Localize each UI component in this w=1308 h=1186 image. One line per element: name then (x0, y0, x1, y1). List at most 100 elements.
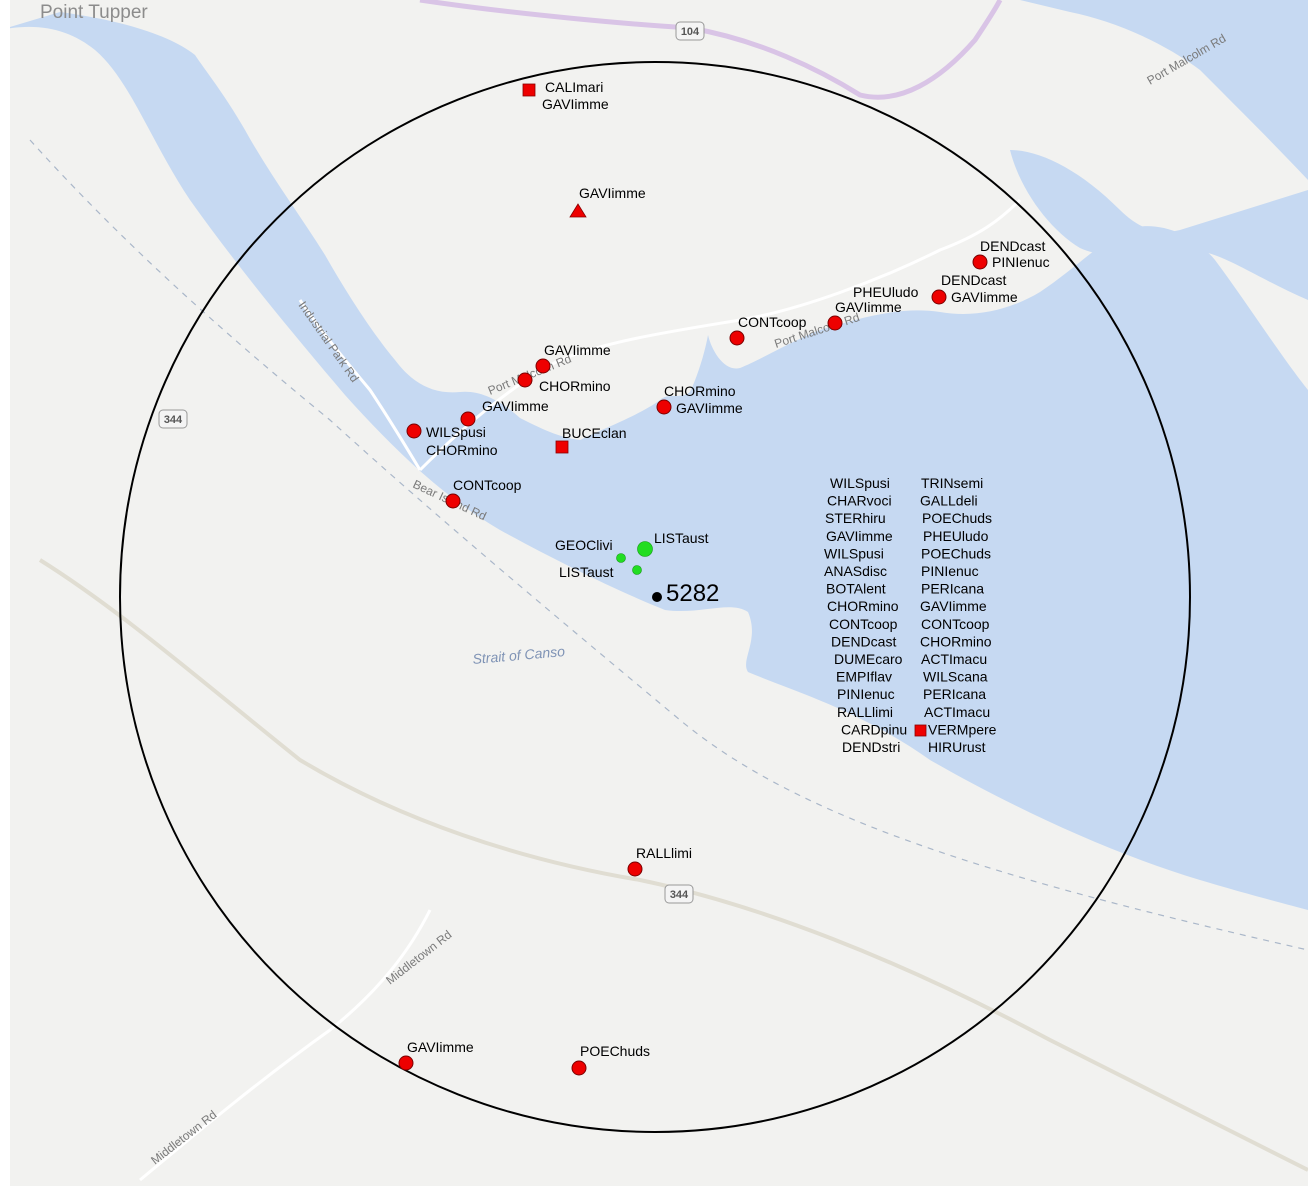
record-rall[interactable]: RALLlimi (627, 845, 692, 877)
svg-text:GAVIimme: GAVIimme (676, 400, 743, 416)
svg-text:POEChuds: POEChuds (580, 1043, 650, 1059)
place-label-point-tupper: Point Tupper (40, 2, 148, 23)
species-list-item: DENDstri (842, 739, 900, 755)
record-gavi-sw[interactable]: GAVIimme (398, 1039, 474, 1071)
species-list-item: WILSpusi (830, 475, 890, 491)
svg-text:CHORmino: CHORmino (664, 383, 736, 399)
species-list-column-1: WILSpusiCHARvociSTERhiruGAVIimmeWILSpusi… (824, 475, 907, 755)
record-poec-s[interactable]: POEChuds (571, 1043, 650, 1076)
species-list-item: CARDpinu (841, 721, 907, 737)
svg-text:GAVIimme: GAVIimme (542, 96, 609, 112)
species-list-item: CHORmino (827, 598, 899, 614)
highway-104 (419, 0, 1003, 100)
species-list-item: DENDcast (831, 633, 896, 649)
route-shield-344-west: 344 (158, 409, 188, 429)
svg-text:GAVIimme: GAVIimme (835, 299, 902, 315)
svg-text:PINIenuc: PINIenuc (992, 254, 1050, 270)
record-green-list-small[interactable]: LISTaust (559, 564, 642, 580)
road-port-malcolm (418, 198, 1022, 472)
vermpere-square-marker[interactable] (914, 724, 927, 737)
svg-text:WILSpusi: WILSpusi (426, 424, 486, 440)
svg-text:BUCEclan: BUCEclan (562, 425, 627, 441)
species-list-item: POEChuds (922, 510, 992, 526)
svg-text:CONTcoop: CONTcoop (738, 314, 807, 330)
species-list-item: HIRUrust (928, 739, 986, 755)
record-pheu[interactable]: PHEUludo GAVIimme (827, 284, 919, 331)
water-north-bay (1020, 0, 1308, 180)
species-list-item: PERIcana (921, 581, 984, 597)
species-list-item: CONTcoop (829, 616, 898, 632)
record-square-cali[interactable]: CALImari GAVIimme (522, 79, 609, 112)
survey-radius-circle (119, 61, 1191, 1133)
species-list-item: ACTImacu (921, 651, 987, 667)
svg-text:RALLlimi: RALLlimi (636, 845, 692, 861)
road-industrial-park (298, 299, 422, 471)
svg-text:GAVIimme: GAVIimme (407, 1039, 474, 1055)
species-list-item: CHORmino (920, 633, 992, 649)
water-strait (10, 12, 1308, 910)
record-chor-w1[interactable]: CHORmino (517, 372, 611, 394)
species-list-item: DUMEcaro (834, 651, 903, 667)
species-list-item: RALLlimi (837, 704, 893, 720)
species-list-item: VERMpere (928, 721, 997, 737)
species-list-item: POEChuds (921, 545, 991, 561)
svg-text:GEOClivi: GEOClivi (555, 537, 613, 553)
svg-text:GAVIimme: GAVIimme (579, 185, 646, 201)
svg-text:GAVIimme: GAVIimme (482, 398, 549, 414)
record-contcoop-ne[interactable]: CONTcoop (729, 314, 807, 346)
record-square-buce[interactable]: BUCEclan (555, 425, 627, 454)
record-dendcast-1[interactable]: DENDcast PINIenuc (972, 238, 1050, 270)
svg-text:344: 344 (164, 414, 183, 426)
species-list-item: ANASdisc (824, 563, 887, 579)
species-list-item: WILScana (923, 669, 988, 685)
species-list-item: STERhiru (825, 510, 886, 526)
highway-344 (38, 558, 1308, 1172)
svg-text:CHORmino: CHORmino (539, 378, 611, 394)
species-list-item: PHEUludo (923, 528, 989, 544)
record-dendcast-2[interactable]: DENDcast GAVIimme (931, 272, 1018, 305)
record-contcoop-w[interactable]: CONTcoop (445, 477, 522, 509)
species-list-item: PINIenuc (921, 563, 979, 579)
route-shield-104: 104 (675, 21, 705, 41)
species-list-item: GAVIimme (920, 598, 987, 614)
species-list-item: EMPIflav (836, 669, 892, 685)
svg-text:LISTaust: LISTaust (654, 530, 709, 546)
svg-text:104: 104 (681, 26, 700, 38)
species-list-item: PERIcana (923, 686, 986, 702)
record-triangle-gavi[interactable]: GAVIimme (569, 185, 646, 218)
species-list-item: PINIenuc (837, 686, 895, 702)
svg-text:DENDcast: DENDcast (941, 272, 1006, 288)
svg-text:DENDcast: DENDcast (980, 238, 1045, 254)
svg-text:PHEUludo: PHEUludo (853, 284, 919, 300)
road-middletown (139, 909, 432, 1182)
svg-text:CONTcoop: CONTcoop (453, 477, 522, 493)
record-gavi-w2[interactable]: GAVIimme (460, 398, 549, 427)
svg-text:CALImari: CALImari (545, 79, 603, 95)
species-list-item: CHARvoci (827, 493, 892, 509)
record-chor-gavi-mid[interactable]: CHORmino GAVIimme (656, 383, 743, 416)
svg-text:344: 344 (670, 889, 689, 901)
species-list-column-2: TRINsemiGALLdeliPOEChudsPHEUludoPOEChuds… (920, 475, 997, 755)
site-point-5282[interactable]: 5282 (652, 580, 719, 607)
record-wils-chor[interactable]: WILSpusi CHORmino (406, 423, 498, 458)
road-dashed-shipping (29, 139, 1308, 951)
species-list-item: TRINsemi (921, 475, 983, 491)
water-ne-arm (1010, 150, 1308, 300)
record-gavi-w1[interactable]: GAVIimme (535, 342, 611, 374)
record-green-list-big[interactable]: LISTaust (637, 530, 709, 557)
svg-text:LISTaust: LISTaust (559, 564, 614, 580)
svg-text:5282: 5282 (666, 580, 719, 607)
svg-text:GAVIimme: GAVIimme (951, 289, 1018, 305)
svg-text:GAVIimme: GAVIimme (544, 342, 611, 358)
species-list-item: GALLdeli (920, 493, 978, 509)
route-shield-344-south: 344 (664, 884, 694, 904)
svg-text:CHORmino: CHORmino (426, 442, 498, 458)
species-list-item: ACTImacu (924, 704, 990, 720)
species-list-item: WILSpusi (824, 545, 884, 561)
record-green-geoc[interactable]: GEOClivi (555, 537, 626, 563)
species-list-item: GAVIimme (826, 528, 893, 544)
species-list-item: CONTcoop (921, 616, 990, 632)
species-list-item: BOTAlent (826, 581, 886, 597)
